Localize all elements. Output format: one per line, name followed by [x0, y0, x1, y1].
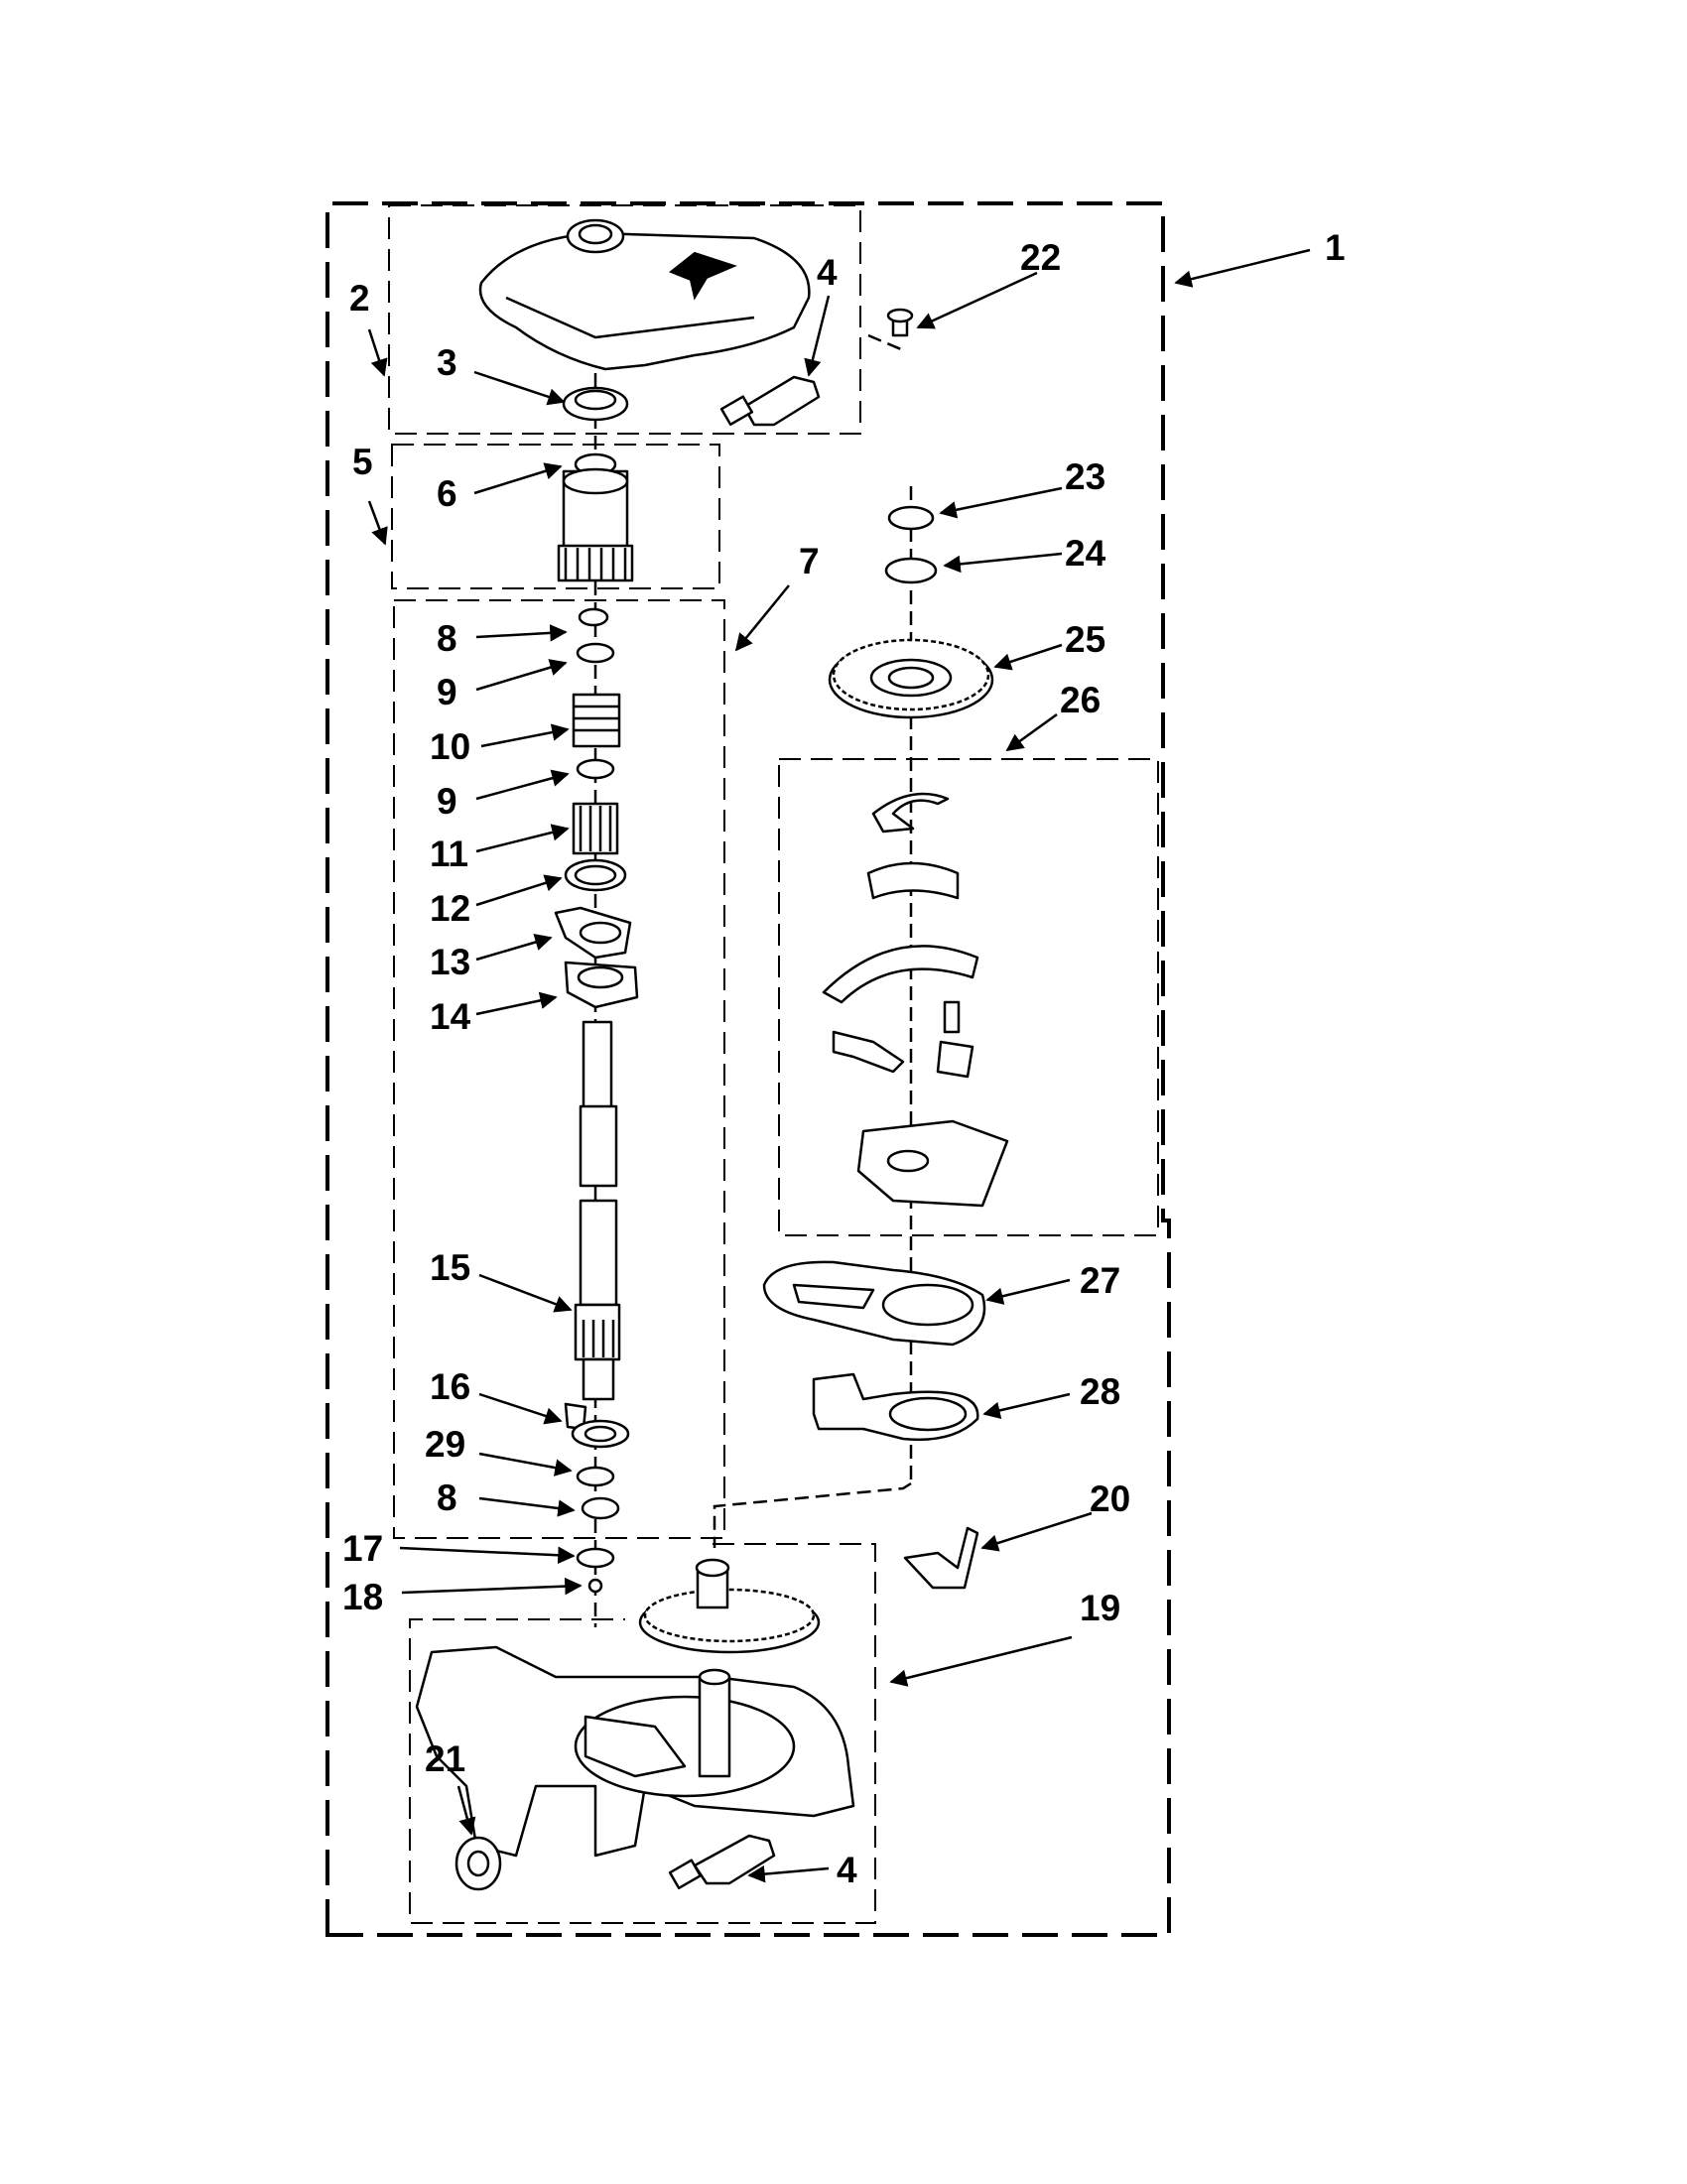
callout-28: 28: [1080, 1371, 1120, 1412]
grease-tube-top-part: [719, 375, 821, 427]
callout-11: 11: [430, 834, 468, 874]
callout-8a: 8: [437, 618, 457, 659]
lower-shaft-rings: [564, 1402, 630, 1594]
callout-10: 10: [430, 726, 470, 767]
assembly-boundaries: [325, 201, 1171, 1937]
callout-25: 25: [1065, 619, 1105, 660]
leader-lines: [367, 248, 1311, 1883]
callout-27: 27: [1080, 1260, 1120, 1301]
callout-23: 23: [1065, 456, 1105, 497]
callout-19: 19: [1080, 1588, 1120, 1628]
callout-labels: 1 2 3 4 22 5 6 7 23 24 25 26 8 9 10 9 11…: [342, 227, 1346, 1890]
callout-29: 29: [425, 1424, 465, 1465]
screw-part: [886, 308, 914, 337]
callout-7: 7: [799, 541, 820, 581]
shift-group-box: [778, 758, 1159, 1236]
pinion-group-box: [391, 444, 720, 589]
callout-21: 21: [425, 1738, 465, 1779]
callout-24: 24: [1065, 533, 1106, 574]
callout-4: 4: [817, 252, 838, 293]
cover-group-box: [388, 204, 861, 435]
gearcase-cover-part: [478, 218, 811, 371]
callout-14: 14: [430, 996, 471, 1037]
callout-16: 16: [430, 1366, 470, 1407]
callout-12: 12: [430, 888, 470, 929]
grease-tube-bottom-part: [668, 1834, 776, 1890]
callout-22: 22: [1020, 237, 1061, 278]
callout-15: 15: [430, 1247, 470, 1288]
callout-3: 3: [437, 342, 457, 383]
shift-lever-part: [762, 1260, 986, 1347]
shaft-group-box: [393, 599, 725, 1539]
agitator-shaft-part: [574, 1020, 621, 1401]
callout-2: 2: [349, 278, 370, 319]
callout-8b: 8: [437, 1477, 457, 1518]
callout-6: 6: [437, 473, 457, 514]
bottom-seal-part: [454, 1836, 502, 1891]
parts: [415, 218, 1009, 1891]
seal-part: [562, 386, 629, 422]
housing-group-box: [409, 1543, 876, 1924]
callout-20: 20: [1090, 1478, 1130, 1519]
callout-5: 5: [352, 442, 373, 482]
callout-9a: 9: [437, 672, 457, 712]
pinion-part: [557, 452, 634, 582]
drive-gear-stack-parts: [828, 505, 994, 719]
clip-part: [903, 1526, 979, 1590]
shift-mechanism-parts: [822, 792, 1009, 1208]
callout-1: 1: [1325, 227, 1346, 268]
callout-18: 18: [342, 1577, 383, 1617]
outer-assembly-box: [325, 201, 1171, 1937]
shift-fork-part: [812, 1372, 979, 1442]
callout-17: 17: [342, 1528, 383, 1569]
gearcase-housing-part: [415, 1558, 855, 1858]
shaft-stack-parts: [554, 607, 639, 1009]
callout-13: 13: [430, 942, 470, 982]
callout-9b: 9: [437, 781, 457, 822]
callout-4b: 4: [837, 1850, 857, 1890]
callout-26: 26: [1060, 680, 1101, 720]
